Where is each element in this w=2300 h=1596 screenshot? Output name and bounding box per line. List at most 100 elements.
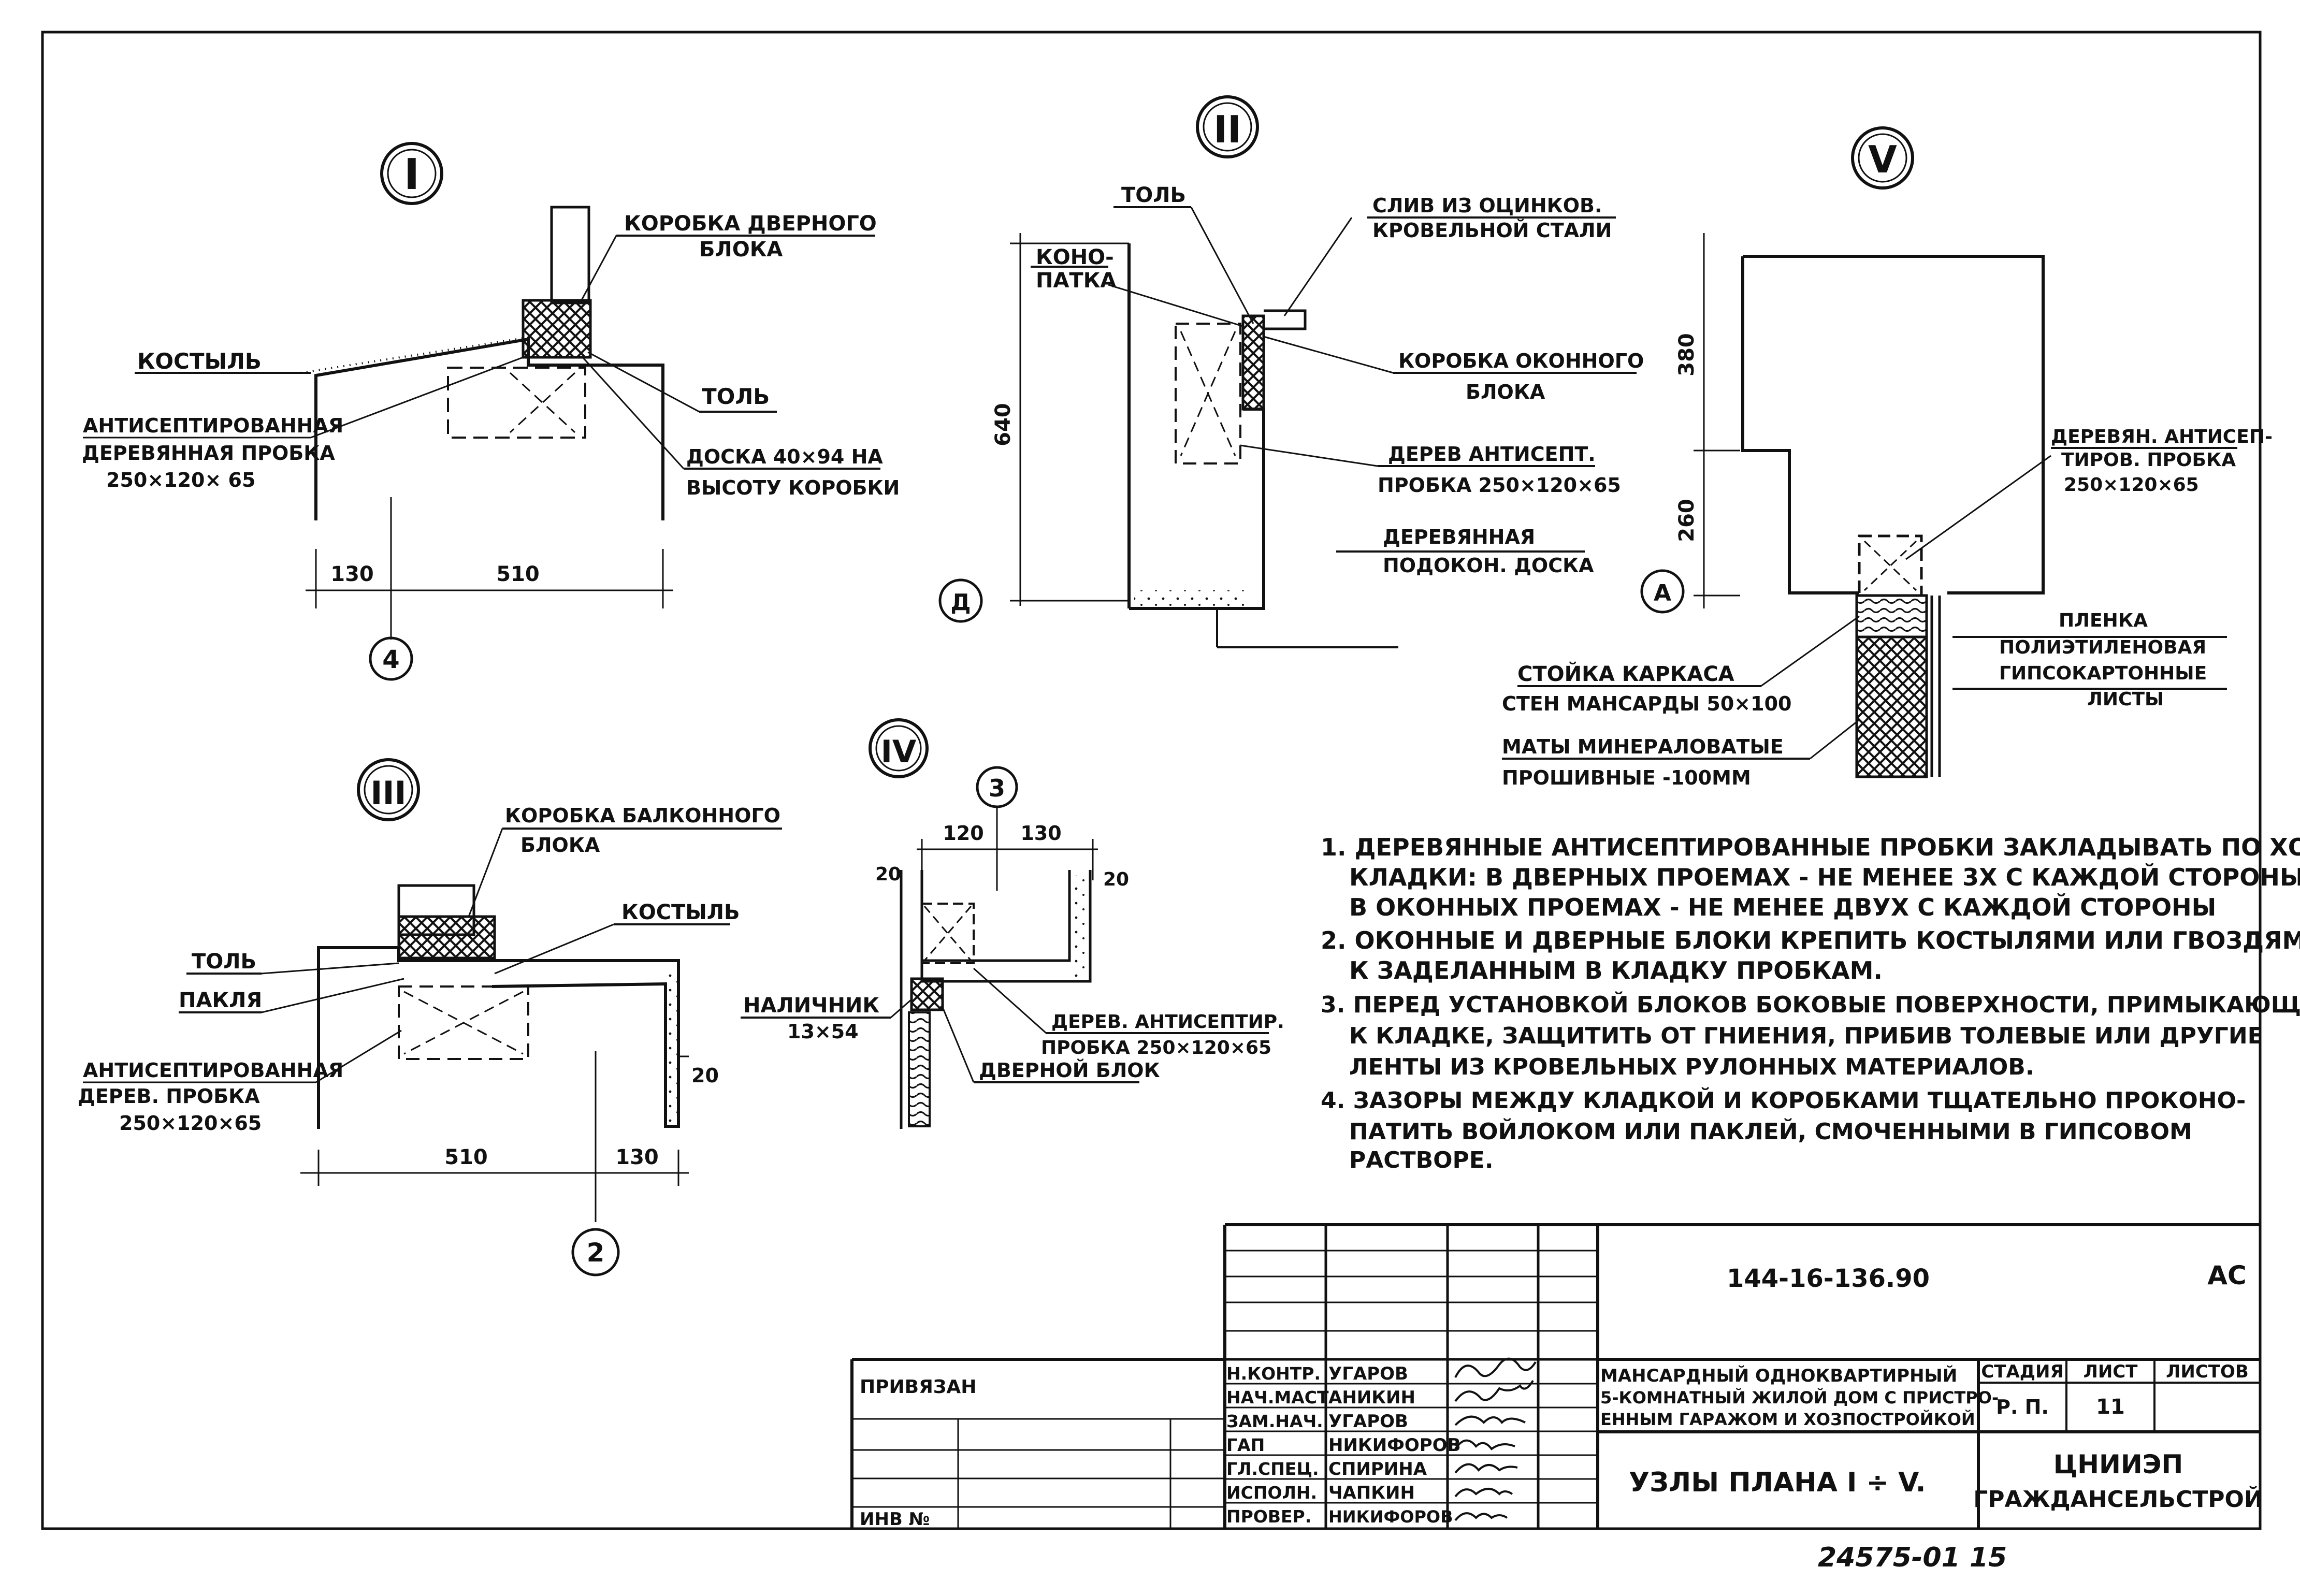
general-notes: 1. ДЕРЕВЯННЫЕ АНТИСЕПТИРОВАННЫЕ ПРОБКИ З… (1321, 833, 2300, 1173)
dim-130: 130 (615, 1145, 659, 1169)
project-title: МАНСАРДНЫЙ ОДНОКВАРТИРНЫЙ (1600, 1365, 1957, 1386)
label-window-frame: КОРОБКА ОКОННОГО (1398, 350, 1644, 372)
label-tol: ТОЛЬ (702, 384, 770, 409)
axis-marker (369, 636, 413, 681)
svg-text:ПРОБКА 250×120×65: ПРОБКА 250×120×65 (1041, 1037, 1271, 1058)
role: Н.КОНТР. (1226, 1363, 1321, 1384)
name: ЧАПКИН (1328, 1483, 1415, 1503)
label-plug: ДЕРЕВ АНТИСЕПТ. (1388, 443, 1596, 466)
label-sill: ДЕРЕВЯННАЯ (1383, 526, 1535, 548)
axis-marker (938, 578, 983, 623)
label-sliv: СЛИВ ИЗ ОЦИНКОВ. (1372, 194, 1602, 217)
title-block: 144-16-136.90 АС ПРИВЯЗАН ИНВ № Н.КОНТР.… (850, 1223, 2263, 1530)
axis-marker (571, 1228, 620, 1276)
axis-label: 2 (587, 1238, 605, 1268)
role: ЗАМ.НАЧ. (1226, 1411, 1323, 1431)
detail-2: II 640 Д ТОЛЬ КОНО- ПАТКА СЛИВ ИЗ ОЦИНКО… (938, 95, 1644, 648)
detail-marker-circle (1851, 126, 1914, 190)
detail-4: IV 3 120 130 20 20 НАЛИЧНИК 13×54 ДЕРЕВ.… (741, 718, 1284, 1129)
detail-5: V 380 260 А ДЕРЕВЯН. АНТИСЕП- ТИРОВ. ПРО… (1502, 126, 2273, 789)
label-stud: СТОЙКА КАРКАСА (1517, 661, 1734, 686)
dormer-wall (1743, 255, 2045, 594)
door-frame (522, 299, 592, 359)
dim-130: 130 (1020, 822, 1061, 845)
detail-marker-label: II (1213, 108, 1241, 151)
detail-marker-circle (1196, 95, 1259, 158)
sheet-label: ЛИСТ (2084, 1361, 2138, 1382)
axis-label: А (1654, 580, 1671, 606)
name: УГАРОВ (1328, 1363, 1408, 1384)
detail-marker-label: III (370, 774, 406, 812)
name: АНИКИН (1328, 1387, 1415, 1408)
dim-20: 20 (691, 1064, 719, 1087)
plug-outline (398, 985, 529, 1060)
note-line: К КЛАДКЕ, ЗАЩИТИТЬ ОТ ГНИЕНИЯ, ПРИБИВ ТО… (1349, 1023, 2263, 1049)
label-plug: ДЕРЕВЯН. АНТИСЕП- (2051, 426, 2273, 447)
axis-label: Д (950, 589, 971, 616)
axis-label: 4 (382, 645, 399, 674)
detail-marker-label: V (1868, 138, 1897, 181)
dim-260: 260 (1675, 499, 1699, 542)
label-film: ПЛЕНКА (2059, 610, 2148, 631)
svg-text:250×120×65: 250×120×65 (119, 1112, 262, 1135)
doc-mark: АС (2207, 1260, 2246, 1290)
note-line: 1. ДЕРЕВЯННЫЕ АНТИСЕПТИРОВАННЫЕ ПРОБКИ З… (1321, 833, 2300, 861)
svg-text:ПАТКА: ПАТКА (1036, 269, 1116, 293)
svg-text:ГИПСОКАРТОННЫЕ: ГИПСОКАРТОННЫЕ (1999, 663, 2207, 684)
note-line: 3. ПЕРЕД УСТАНОВКОЙ БЛОКОВ БОКОВЫЕ ПОВЕР… (1321, 991, 2300, 1018)
door-block (910, 977, 944, 1011)
role: ГАП (1226, 1435, 1265, 1455)
role: ГЛ.СПЕЦ. (1226, 1459, 1319, 1479)
svg-text:ЕННЫМ ГАРАЖОМ И ХОЗПОСТРОЙКОЙ: ЕННЫМ ГАРАЖОМ И ХОЗПОСТРОЙКОЙ (1600, 1410, 1975, 1429)
name: НИКИФОРОВ (1328, 1507, 1453, 1527)
plug-outline (447, 367, 586, 439)
doc-code: 144-16-136.90 (1727, 1264, 1930, 1293)
balcony-frame (397, 915, 496, 960)
axis-marker (1640, 569, 1685, 614)
role: ИСПОЛН. (1226, 1483, 1317, 1503)
dim-380: 380 (1675, 333, 1699, 376)
label-kostyl: КОСТЫЛЬ (137, 349, 262, 374)
axis-marker (976, 766, 1018, 808)
svg-text:250×120× 65: 250×120× 65 (106, 469, 255, 491)
svg-text:ДЕРЕВЯННАЯ ПРОБКА: ДЕРЕВЯННАЯ ПРОБКА (82, 442, 335, 465)
plug-outline (1175, 323, 1241, 465)
svg-text:ДЕРЕВ. ПРОБКА: ДЕРЕВ. ПРОБКА (78, 1085, 260, 1108)
svg-text:КРОВЕЛЬНОЙ СТАЛИ: КРОВЕЛЬНОЙ СТАЛИ (1372, 219, 1612, 242)
svg-text:ГРАЖДАНСЕЛЬСТРОЙ: ГРАЖДАНСЕЛЬСТРОЙ (1973, 1485, 2263, 1513)
label-kostyl: КОСТЫЛЬ (621, 901, 740, 924)
sheets-label: ЛИСТОВ (2166, 1361, 2249, 1382)
label-door-block: ДВЕРНОЙ БЛОК (979, 1059, 1160, 1082)
note-line: 2. ОКОННЫЕ И ДВЕРНЫЕ БЛОКИ КРЕПИТЬ КОСТЫ… (1321, 926, 2300, 954)
stage-value: Р. П. (1996, 1396, 2049, 1418)
svg-text:ПРОШИВНЫЕ -100ММ: ПРОШИВНЫЕ -100ММ (1502, 766, 1751, 789)
svg-text:БЛОКА: БЛОКА (699, 238, 783, 262)
mineral-wool (1855, 635, 1928, 778)
dim-130: 130 (330, 562, 374, 586)
stage-label: СТАДИЯ (1981, 1361, 2063, 1382)
label-door-frame: КОРОБКА ДВЕРНОГО (624, 212, 877, 236)
wall-section (314, 337, 664, 520)
label-plug: ДЕРЕВ. АНТИСЕПТИР. (1051, 1011, 1284, 1033)
svg-text:ПОДОКОН. ДОСКА: ПОДОКОН. ДОСКА (1383, 554, 1594, 577)
svg-text:5-КОМНАТНЫЙ ЖИЛОЙ ДОМ С ПРИСТР: 5-КОМНАТНЫЙ ЖИЛОЙ ДОМ С ПРИСТРО- (1600, 1388, 1999, 1408)
dim-640: 640 (991, 403, 1015, 446)
detail-marker-label: IV (881, 734, 917, 770)
svg-text:ТИРОВ. ПРОБКА: ТИРОВ. ПРОБКА (2061, 449, 2236, 471)
role: НАЧ.МАСТ (1226, 1387, 1329, 1408)
inv-label: ИНВ № (860, 1509, 930, 1530)
note-line: 4. ЗАЗОРЫ МЕЖДУ КЛАДКОЙ И КОРОБКАМИ ТЩАТ… (1321, 1086, 2246, 1114)
svg-text:ЛИСТЫ: ЛИСТЫ (2087, 689, 2164, 710)
svg-text:13×54: 13×54 (787, 1020, 859, 1043)
note-line: РАСТВОРЕ. (1349, 1147, 1494, 1173)
detail-marker-circle (357, 758, 420, 821)
label-plug: АНТИСЕПТИРОВАННАЯ (83, 1059, 343, 1082)
dim-510: 510 (444, 1145, 488, 1169)
sheet-border (41, 31, 2262, 1530)
label-tol: ТОЛЬ (192, 950, 256, 974)
label-mats: МАТЫ МИНЕРАЛОВАТЫЕ (1502, 735, 1784, 758)
svg-text:БЛОКА: БЛОКА (1466, 381, 1545, 403)
note-line: КЛАДКИ: В ДВЕРНЫХ ПРОЕМАХ - НЕ МЕНЕЕ 3Х … (1349, 863, 2300, 891)
dim-120: 120 (943, 822, 983, 845)
